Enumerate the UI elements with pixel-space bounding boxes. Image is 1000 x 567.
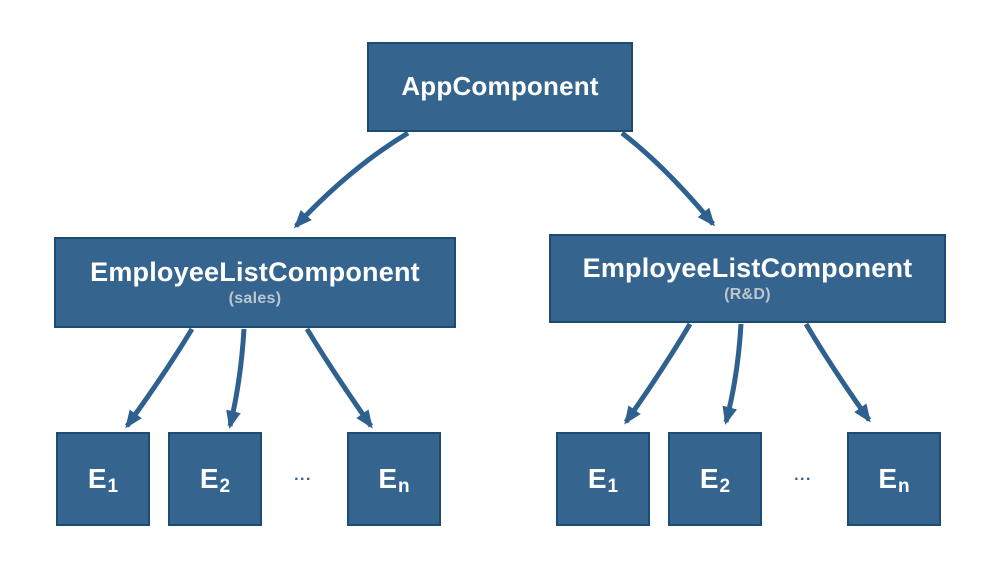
employee-base: E <box>699 463 719 494</box>
sales-employee-1-label: E1 <box>87 463 119 497</box>
employee-list-rnd-sublabel: (R&D) <box>724 285 771 303</box>
sales-employee-n-label: En <box>378 463 410 497</box>
employee-subscript: 2 <box>719 475 731 497</box>
employee-list-sales-label: EmployeeListComponent <box>90 257 420 288</box>
edge-sales-to-e2-arrow <box>226 328 247 429</box>
node-employee-list-rnd: EmployeeListComponent (R&D) <box>549 234 946 323</box>
edge-sales-to-e1-arrow <box>124 327 195 429</box>
edge-sales-to-en-arrow <box>304 327 374 429</box>
node-sales-employee-n: En <box>347 432 441 526</box>
node-sales-employee-2: E2 <box>168 432 262 526</box>
edge-app-to-sales-arrow <box>293 130 410 229</box>
employee-base: E <box>199 463 219 494</box>
edge-rnd-to-e1-arrow <box>623 322 693 425</box>
node-rnd-employee-1: E1 <box>556 432 650 526</box>
employee-base: E <box>878 463 898 494</box>
employee-subscript: n <box>398 475 410 497</box>
sales-employees-ellipsis: ... <box>294 467 312 484</box>
edge-app-to-rnd-arrow <box>620 131 715 227</box>
node-employee-list-sales: EmployeeListComponent (sales) <box>54 237 456 328</box>
node-sales-employee-1: E1 <box>56 432 150 526</box>
node-app-component: AppComponent <box>367 42 633 132</box>
employee-list-rnd-label: EmployeeListComponent <box>582 253 913 284</box>
employee-subscript: 1 <box>607 475 619 497</box>
rnd-employee-2-label: E2 <box>699 463 731 497</box>
employee-base: E <box>378 463 398 494</box>
employee-subscript: 1 <box>107 475 119 497</box>
node-rnd-employee-2: E2 <box>668 432 762 526</box>
edge-rnd-to-en-arrow <box>803 322 872 423</box>
rnd-employees-ellipsis: ... <box>794 467 812 484</box>
edge-rnd-to-e2-arrow <box>722 323 744 425</box>
rnd-employee-1-label: E1 <box>587 463 619 497</box>
sales-employee-2-label: E2 <box>199 463 231 497</box>
rnd-employee-n-label: En <box>878 463 910 497</box>
employee-subscript: 2 <box>219 475 231 497</box>
app-component-label: AppComponent <box>401 71 599 102</box>
employee-base: E <box>587 463 607 494</box>
employee-list-sales-sublabel: (sales) <box>228 289 282 307</box>
employee-base: E <box>87 463 107 494</box>
employee-subscript: n <box>898 475 910 497</box>
node-rnd-employee-n: En <box>847 432 941 526</box>
